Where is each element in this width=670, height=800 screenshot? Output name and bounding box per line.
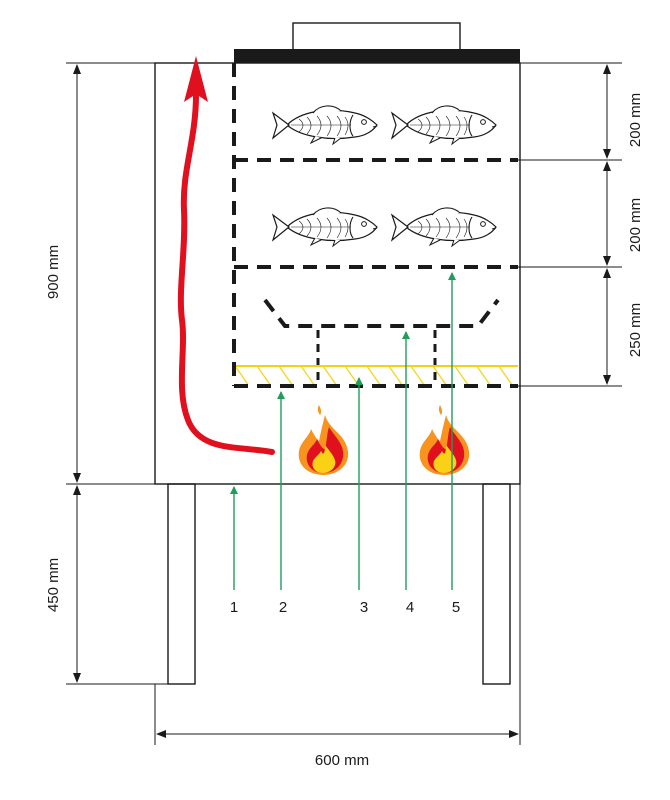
fish-icon (391, 105, 497, 145)
fish-icon (391, 207, 497, 247)
flame-icon (419, 405, 470, 475)
legs (167, 483, 511, 685)
fire (298, 405, 470, 475)
marker-4: 4 (406, 599, 414, 616)
fish-rack-middle (272, 207, 497, 247)
flame-icon (298, 405, 349, 475)
marker-5: 5 (452, 599, 460, 616)
smoking-chamber (232, 63, 518, 388)
label-600: 600 mm (315, 752, 369, 769)
label-200-mid: 200 mm (627, 198, 644, 252)
fish-icon (272, 105, 378, 145)
dimension-labels: 900 mm 450 mm 200 mm 200 mm 250 mm 600 m… (45, 93, 644, 769)
pointer-lines (230, 272, 456, 590)
lid-bar (234, 49, 520, 63)
dimension-lines (66, 62, 622, 745)
marker-1: 1 (230, 599, 238, 616)
chimney-box (292, 22, 461, 52)
grate (236, 365, 518, 384)
label-450: 450 mm (45, 558, 62, 612)
fish-rack-top (272, 105, 497, 145)
marker-3: 3 (360, 599, 368, 616)
drip-tray (263, 298, 500, 328)
smokehouse-body (154, 22, 521, 485)
leg-left (167, 483, 196, 685)
marker-2: 2 (279, 599, 287, 616)
leg-right (482, 483, 511, 685)
label-900: 900 mm (45, 245, 62, 299)
fish-icon (272, 207, 378, 247)
marker-numbers: 1 2 3 4 5 (230, 599, 460, 616)
label-200-top: 200 mm (627, 93, 644, 147)
label-250: 250 mm (627, 303, 644, 357)
smoke-arrow-icon (177, 56, 275, 455)
